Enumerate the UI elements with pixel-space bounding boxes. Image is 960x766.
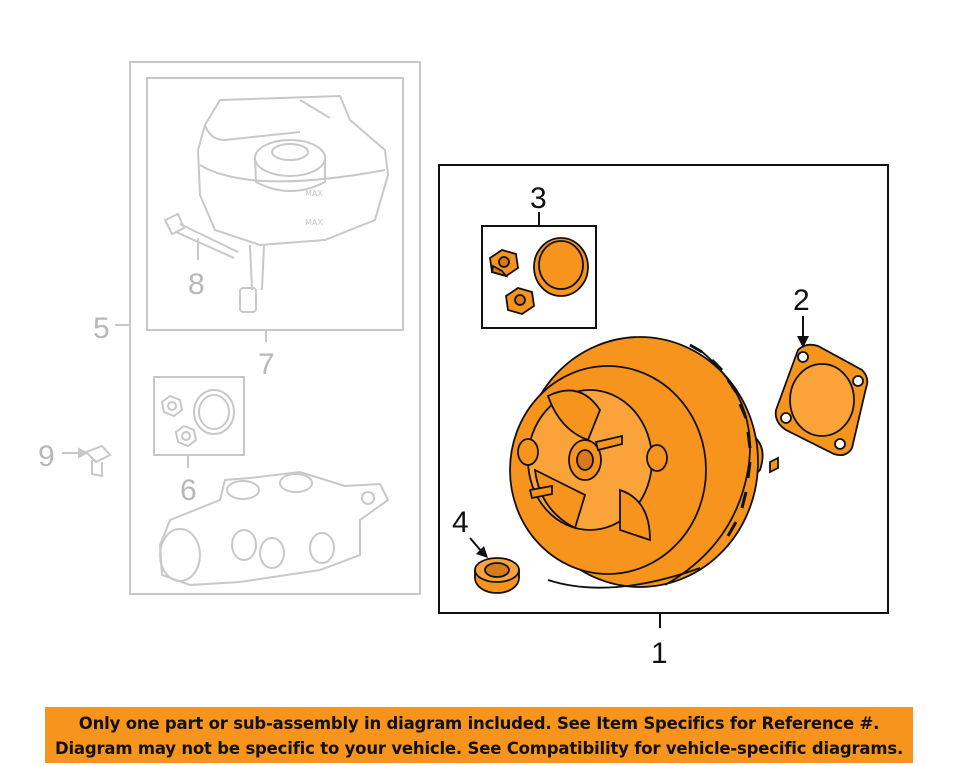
parts-diagram: MAX MAX: [38, 61, 889, 670]
svg-text:MAX: MAX: [305, 189, 323, 198]
group-6-box: [153, 376, 245, 456]
callout-3: 3: [530, 182, 547, 215]
callout-2: 2: [793, 284, 810, 317]
seal-kit-drawing: [160, 389, 235, 448]
master-cylinder-group: MAX MAX: [62, 61, 421, 595]
reservoir-drawing: MAX MAX: [196, 94, 390, 313]
disclaimer-banner: Only one part or sub-assembly in diagram…: [45, 707, 913, 763]
disclaimer-line-1: Only one part or sub-assembly in diagram…: [78, 714, 880, 733]
callout-1: 1: [651, 637, 668, 670]
group-5-box: [129, 61, 421, 595]
gasket-drawing: [774, 343, 869, 457]
callout-9: 9: [38, 440, 55, 473]
master-cylinder-drawing: [158, 470, 390, 587]
callout-8: 8: [188, 268, 205, 301]
group-7-box: [146, 77, 404, 331]
callout-7: 7: [258, 348, 275, 381]
callout-5: 5: [93, 312, 110, 345]
disclaimer-line-2: Diagram may not be specific to your vehi…: [54, 739, 904, 758]
callout-6: 6: [180, 474, 197, 507]
bleeder-drawing: [84, 444, 112, 478]
svg-text:MAX: MAX: [305, 218, 323, 227]
level-sensor-drawing: [163, 212, 239, 259]
booster-group: [438, 164, 889, 628]
brake-booster-drawing: [509, 336, 779, 589]
callout-4: 4: [452, 506, 469, 539]
bushing-drawing: [474, 557, 520, 594]
repair-kit-drawing: [489, 237, 589, 315]
group-1-box: [438, 164, 889, 614]
